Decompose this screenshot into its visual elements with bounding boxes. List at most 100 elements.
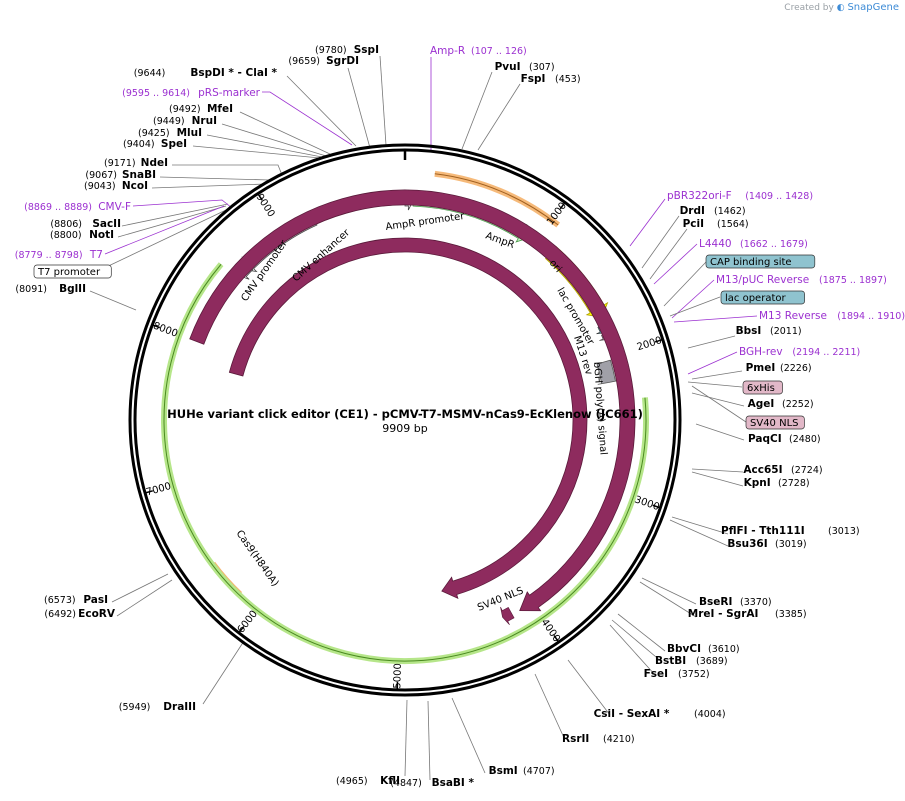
restriction-site[interactable]: FspI(453)	[521, 73, 581, 85]
restriction-site[interactable]: NcoI(9043)	[84, 180, 148, 192]
restriction-site[interactable]: BsaBI *(4847)	[390, 777, 474, 789]
site-name: SpeI	[161, 138, 187, 150]
restriction-site[interactable]: SspI(9780)	[315, 44, 379, 56]
restriction-site[interactable]: SnaBI (9067)	[85, 169, 156, 181]
restriction-site[interactable]: BbvCI(3610)	[667, 643, 740, 655]
site-name: DrdI	[680, 205, 705, 217]
boxed-feature-label[interactable]: CAP binding site	[705, 254, 816, 269]
restriction-site[interactable]: SpeI(9404)	[123, 138, 187, 150]
tick-label: 3000	[633, 494, 661, 513]
restriction-site[interactable]: MreI - SgrAI(3385)	[688, 608, 807, 620]
primer-binding-site[interactable]: pBR322ori-F(1409 .. 1428)	[667, 190, 813, 202]
site-name: Acc65I	[743, 464, 782, 476]
site-position: (9644)	[134, 68, 166, 79]
site-name: PvuI	[495, 61, 521, 73]
boxed-feature-label[interactable]: 6xHis	[742, 380, 783, 395]
primers: Amp-R(107 .. 126) pRS-marker(9595 .. 9614…	[15, 45, 905, 358]
features-layer	[161, 170, 649, 664]
restriction-site[interactable]: PvuI(307)	[495, 61, 555, 73]
restriction-site[interactable]: BglII (8091)	[15, 283, 86, 295]
restriction-site[interactable]: BbsI(2011)	[736, 325, 802, 337]
boxed-feature-label[interactable]: SV40 NLS	[745, 415, 805, 430]
site-position: (3019)	[775, 539, 807, 550]
site-position: (6573)	[44, 595, 76, 606]
site-position: (4004)	[694, 709, 726, 720]
primer-name: Amp-R	[430, 45, 465, 57]
feature-label: Cas9	[268, 523, 291, 550]
credit-prefix: Created by	[784, 3, 834, 13]
site-name: PmeI	[746, 362, 776, 374]
site-name: BglII	[59, 283, 86, 295]
restriction-site[interactable]: PaqCI(2480)	[748, 433, 821, 445]
tick-label: 4000	[538, 617, 562, 644]
primer-binding-site[interactable]: M13 Reverse(1894 .. 1910)	[759, 310, 905, 322]
site-name: NruI	[192, 115, 217, 127]
restriction-site[interactable]: BstBI(3689)	[655, 655, 728, 667]
site-name: BsmI	[489, 765, 518, 777]
site-position: (9067)	[85, 170, 117, 181]
restriction-site[interactable]: MluI(9425)	[138, 127, 202, 139]
primer-binding-site[interactable]: T7(8779 .. 8798)	[15, 249, 103, 261]
primer-range: (2194 .. 2211)	[792, 347, 860, 358]
site-name: CsiI - SexAI *	[594, 708, 670, 720]
primer-range: (1409 .. 1428)	[745, 191, 813, 202]
primer-binding-site[interactable]: pRS-marker(9595 .. 9614)	[122, 87, 261, 99]
primer-binding-site[interactable]: Amp-R(107 .. 126)	[430, 45, 527, 57]
restriction-site[interactable]: PflFI - Tth111I(3013)	[721, 525, 860, 537]
restriction-site[interactable]: EcoRV(6492)	[44, 608, 115, 620]
tick-mark	[238, 626, 245, 634]
site-name: SnaBI	[122, 169, 156, 181]
tick-label: 7000	[145, 481, 172, 498]
snapgene-credit: Created by ◐ SnapGene	[784, 2, 899, 13]
restriction-site[interactable]: SacII(8806)	[50, 218, 121, 230]
site-name: DraIII	[163, 701, 196, 713]
primer-range: (8779 .. 8798)	[15, 250, 83, 261]
boxed-feature-label[interactable]: lac operator	[720, 290, 805, 305]
plasmid-title: HUHe variant click editor (CE1) - pCMV-T…	[167, 407, 643, 421]
tick-label: 6000	[236, 609, 260, 636]
site-position: (2011)	[770, 326, 802, 337]
label-text: lac operator	[725, 293, 786, 304]
restriction-site[interactable]: MfeI(9492)	[169, 103, 233, 115]
restriction-site[interactable]: NotI(8800)	[50, 229, 114, 241]
restriction-site[interactable]: CsiI - SexAI * (4004)	[594, 708, 726, 720]
restriction-site[interactable]: RsrII(4210)	[562, 733, 635, 745]
site-position: (9659)	[288, 56, 320, 67]
restriction-site[interactable]: PmeI(2226)	[746, 362, 812, 374]
restriction-site[interactable]: PasI(6573)	[44, 594, 108, 606]
label-text: CAP binding site	[710, 257, 792, 268]
restriction-site[interactable]: DrdI(1462)	[680, 205, 746, 217]
site-position: (4847)	[390, 778, 422, 789]
primer-binding-site[interactable]: L4440(1662 .. 1679)	[699, 238, 808, 250]
site-position: (8091)	[15, 284, 47, 295]
boxed-feature-label[interactable]: T7 promoter	[33, 264, 112, 279]
site-name: KflI	[380, 775, 400, 787]
restriction-site[interactable]: NruI(9449)	[153, 115, 217, 127]
tick-mark	[144, 490, 153, 494]
restriction-site[interactable]: Acc65I(2724)	[743, 464, 822, 476]
site-name: RsrII	[562, 733, 589, 745]
restriction-site[interactable]: KpnI(2728)	[744, 477, 810, 489]
feature-label: SV40 NLS	[476, 585, 525, 613]
restriction-site[interactable]: NdeI(9171)	[104, 157, 168, 169]
restriction-site[interactable]: SgrDI(9659)	[288, 55, 359, 67]
primer-binding-site[interactable]: M13/pUC Reverse(1875 .. 1897)	[716, 274, 887, 286]
site-position: (5949)	[119, 702, 151, 713]
site-name: PflFI - Tth111I	[721, 525, 805, 537]
restriction-site[interactable]: BspDI * - ClaI *(9644)	[134, 67, 278, 79]
restriction-site[interactable]: KflI (4965)	[336, 775, 400, 787]
label-box	[745, 415, 805, 430]
plasmid-size: 9909 bp	[382, 422, 427, 435]
restriction-site[interactable]: BseRI(3370)	[699, 596, 772, 608]
primer-binding-site[interactable]: BGH-rev(2194 .. 2211)	[739, 346, 860, 358]
tick-mark	[652, 504, 661, 509]
restriction-site[interactable]: PciI(1564)	[683, 218, 749, 230]
restriction-site[interactable]: Bsu36I(3019)	[727, 538, 806, 550]
restriction-site[interactable]: DraIII (5949)	[119, 701, 196, 713]
primer-binding-site[interactable]: CMV-F(8869 .. 8889)	[24, 201, 131, 213]
site-position: (2252)	[782, 399, 814, 410]
restriction-site[interactable]: FseI(3752)	[644, 668, 710, 680]
restriction-site[interactable]: AgeI(2252)	[748, 398, 814, 410]
restriction-site[interactable]: BsmI(4707)	[489, 765, 555, 777]
site-position: (4965)	[336, 776, 368, 787]
